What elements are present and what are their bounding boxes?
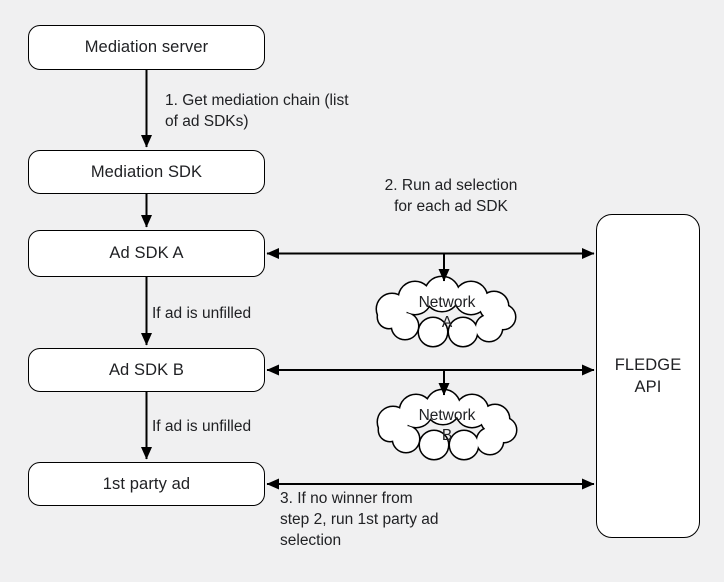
annotation-step3-line2: step 2, run 1st party ad	[280, 511, 439, 528]
annotation-step3-line3: selection	[280, 532, 342, 549]
annotation-if-unfilled-a: If ad is unfilled	[152, 303, 251, 324]
node-mediation-sdk: Mediation SDK	[28, 150, 265, 194]
node-label: Mediation SDK	[90, 162, 203, 181]
network-a-label: Network A	[377, 293, 517, 333]
annotation-step2: 2. Run ad selection for each ad SDK	[370, 175, 532, 217]
network-b-cloud	[376, 388, 518, 461]
node-label: Ad SDK B	[108, 360, 185, 379]
annotation-if-unfilled-b-text: If ad is unfilled	[152, 418, 252, 435]
node-label: 1st party ad	[102, 474, 191, 493]
annotation-if-unfilled-a-text: If ad is unfilled	[152, 305, 252, 322]
annotation-step1-line1: 1. Get mediation chain (list	[165, 92, 349, 109]
network-b-line2: B	[441, 427, 453, 444]
node-ad-sdk-a: Ad SDK A	[28, 230, 265, 277]
node-first-party-ad: 1st party ad	[28, 462, 265, 506]
node-fledge-api: FLEDGE API	[596, 214, 700, 538]
node-label: Mediation server	[84, 38, 209, 56]
annotation-if-unfilled-b: If ad is unfilled	[152, 416, 251, 437]
annotation-step3: 3. If no winner from step 2, run 1st par…	[280, 488, 439, 551]
annotation-step2-line1: 2. Run ad selection	[384, 177, 518, 194]
network-b-line1: Network	[418, 407, 476, 424]
annotation-step2-line2: for each ad SDK	[394, 198, 508, 215]
network-b-label: Network B	[377, 406, 517, 446]
node-label-line2: API	[634, 378, 662, 396]
node-label: Ad SDK A	[109, 244, 184, 262]
annotation-step3-line1: 3. If no winner from	[280, 490, 413, 507]
network-a-line1: Network	[418, 294, 476, 311]
annotation-step1-line2: of ad SDKs)	[165, 113, 249, 130]
network-a-cloud	[375, 275, 517, 348]
node-label-line1: FLEDGE	[614, 356, 682, 374]
network-a-line2: A	[441, 314, 453, 331]
node-ad-sdk-b: Ad SDK B	[28, 348, 265, 392]
node-mediation-server: Mediation server	[28, 25, 265, 70]
annotation-step1: 1. Get mediation chain (list of ad SDKs)	[165, 90, 349, 132]
